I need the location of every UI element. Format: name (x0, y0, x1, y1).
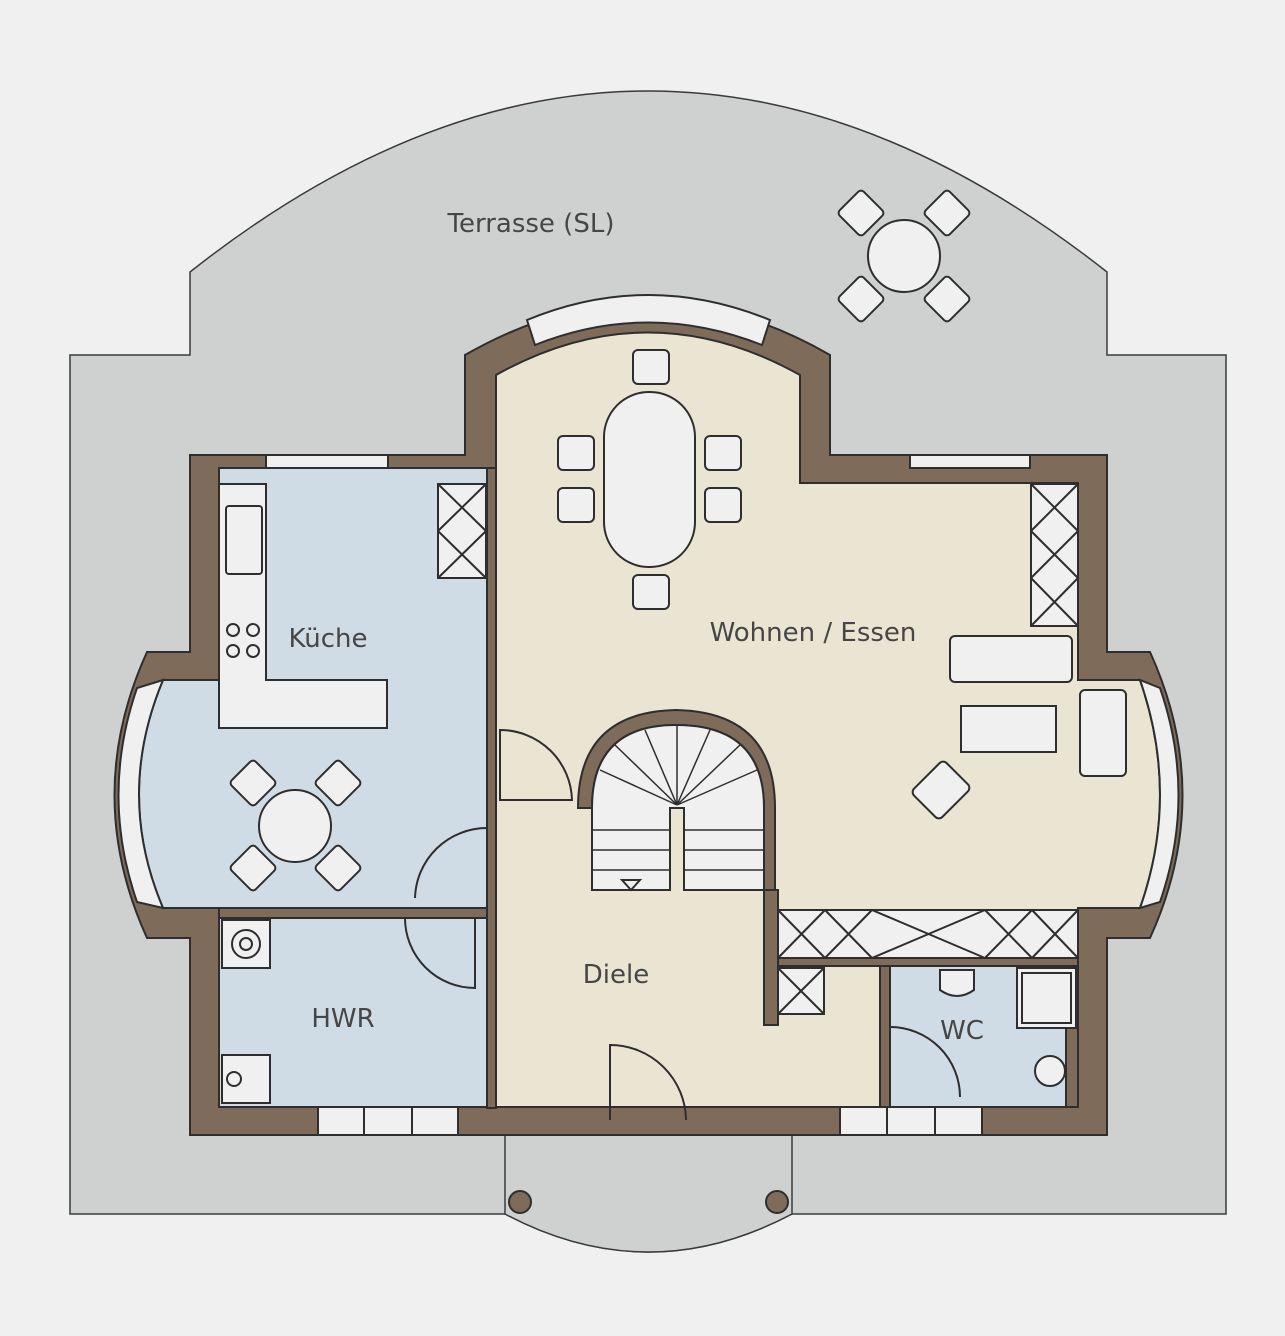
column (508, 1190, 532, 1214)
cabinets (218, 483, 1079, 1104)
living-furniture (911, 635, 1127, 820)
label-kitchen: Küche (288, 624, 367, 654)
doors (404, 728, 961, 1121)
label-living: Wohnen / Essen (710, 618, 917, 648)
kitchen-table (229, 759, 362, 892)
terrace-table (837, 189, 971, 323)
dining-set (557, 349, 742, 610)
label-terrace: Terrasse (SL) (447, 209, 615, 239)
interior-walls (218, 467, 1079, 1109)
windows (117, 294, 1180, 1136)
column (765, 1190, 789, 1214)
staircase (576, 708, 776, 892)
label-wc: WC (940, 1016, 984, 1046)
entrance-platform (504, 1134, 793, 1253)
label-utility: HWR (311, 1004, 374, 1034)
label-hall: Diele (583, 960, 649, 990)
